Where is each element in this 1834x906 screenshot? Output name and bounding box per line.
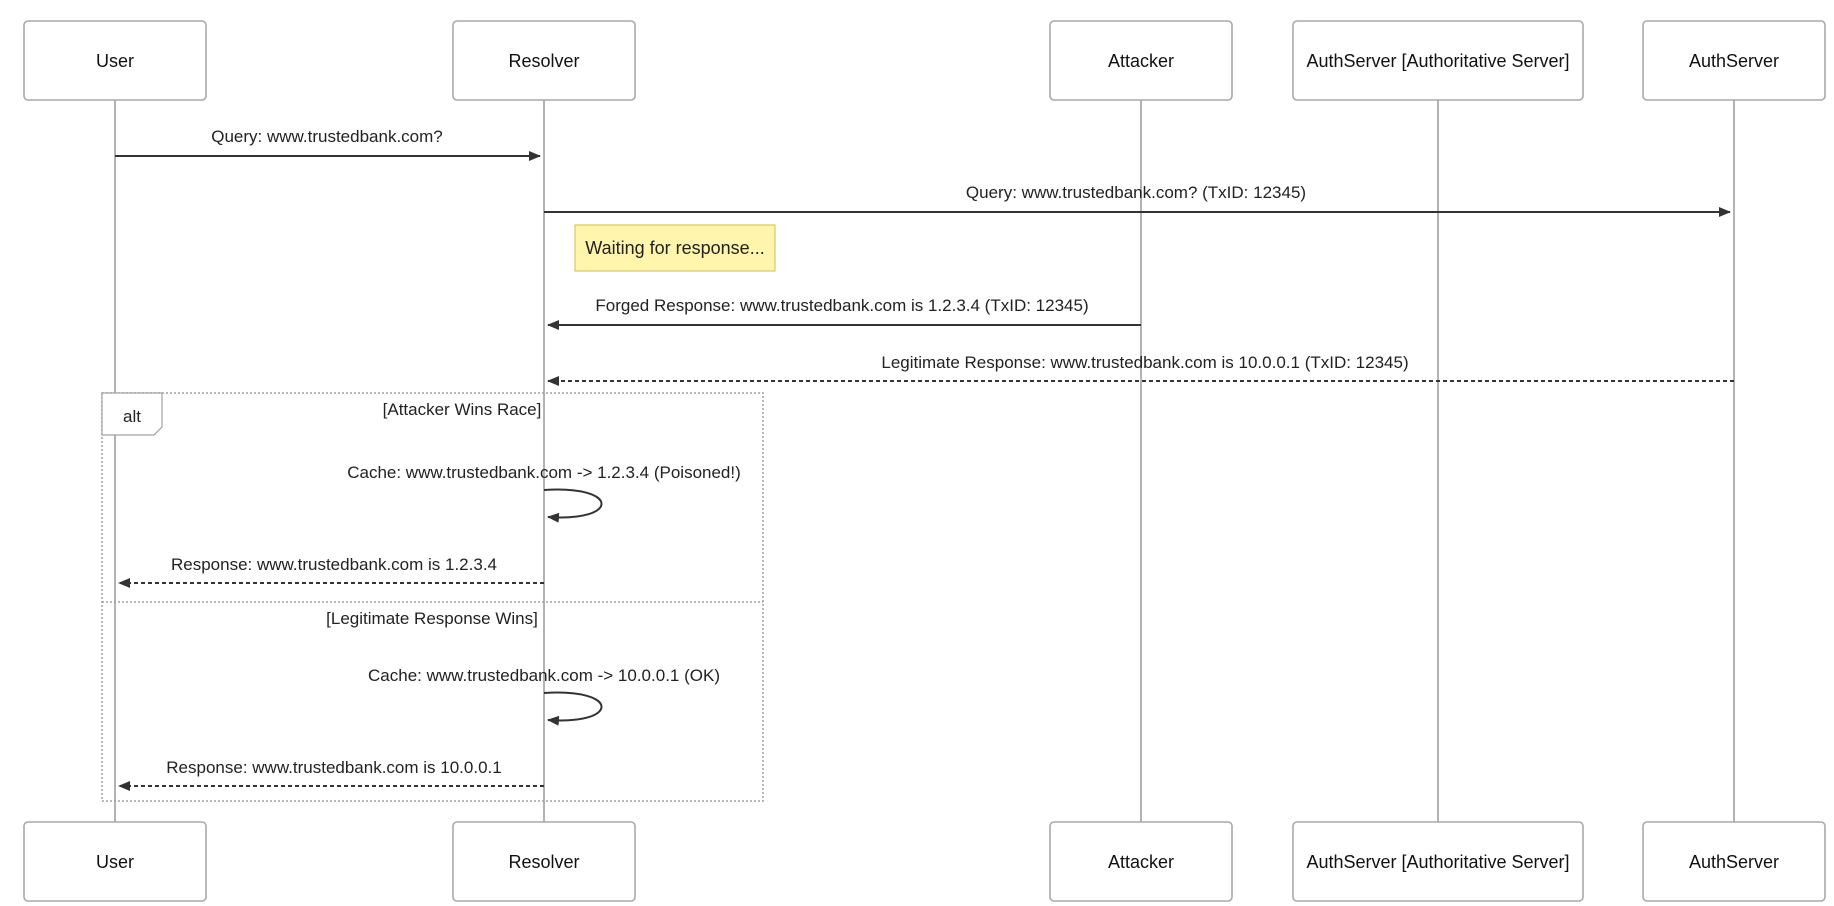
actor-label: Attacker — [1108, 51, 1174, 71]
message-label: Cache: www.trustedbank.com -> 10.0.0.1 (… — [368, 666, 720, 685]
message-label: Query: www.trustedbank.com? (TxID: 12345… — [966, 183, 1306, 202]
alt-condition-attacker-wins: [Attacker Wins Race] — [383, 400, 542, 419]
message-label: Cache: www.trustedbank.com -> 1.2.3.4 (P… — [347, 463, 741, 482]
actor-label: AuthServer [Authoritative Server] — [1306, 51, 1569, 71]
note-text: Waiting for response... — [585, 238, 764, 258]
message-authserver-to-resolver-legitimate: Legitimate Response: www.trustedbank.com… — [547, 353, 1734, 386]
message-label: Response: www.trustedbank.com is 10.0.0.… — [166, 758, 501, 777]
actor-label: User — [96, 51, 134, 71]
actor-attacker-bottom: Attacker — [1049, 821, 1233, 902]
actor-authserver-authoritative-top: AuthServer [Authoritative Server] — [1292, 20, 1584, 101]
actor-label: Resolver — [508, 51, 579, 71]
alt-frame-label: alt — [123, 407, 141, 426]
alt-frame: alt [Attacker Wins Race] [Legitimate Res… — [101, 392, 764, 802]
actor-label: User — [96, 852, 134, 872]
message-resolver-to-user-ok-response: Response: www.trustedbank.com is 10.0.0.… — [118, 758, 544, 791]
actor-label: AuthServer — [1689, 51, 1779, 71]
message-label: Response: www.trustedbank.com is 1.2.3.4 — [171, 555, 497, 574]
self-message-arrow — [543, 488, 603, 523]
message-resolver-to-user-poisoned-response: Response: www.trustedbank.com is 1.2.3.4 — [118, 555, 544, 588]
message-label: Query: www.trustedbank.com? — [211, 127, 442, 146]
actor-label: AuthServer [Authoritative Server] — [1306, 852, 1569, 872]
self-message-cache-poisoned: Cache: www.trustedbank.com -> 1.2.3.4 (P… — [347, 463, 741, 523]
alt-frame-border — [101, 392, 764, 802]
actor-authserver-bottom: AuthServer — [1642, 821, 1826, 902]
message-resolver-to-authserver-query: Query: www.trustedbank.com? (TxID: 12345… — [544, 183, 1731, 217]
alt-frame-tab — [101, 392, 163, 436]
actor-label: AuthServer — [1689, 852, 1779, 872]
actor-label: Resolver — [508, 852, 579, 872]
actor-resolver-top: Resolver — [452, 20, 636, 101]
actor-label: Attacker — [1108, 852, 1174, 872]
alt-condition-legitimate-wins: [Legitimate Response Wins] — [326, 609, 538, 628]
actor-user-top: User — [23, 20, 207, 101]
actor-attacker-top: Attacker — [1049, 20, 1233, 101]
actor-resolver-bottom: Resolver — [452, 821, 636, 902]
message-user-to-resolver-query: Query: www.trustedbank.com? — [115, 127, 541, 161]
note-waiting: Waiting for response... — [574, 224, 776, 272]
message-attacker-to-resolver-forged: Forged Response: www.trustedbank.com is … — [547, 296, 1141, 330]
actor-user-bottom: User — [23, 821, 207, 902]
message-label: Forged Response: www.trustedbank.com is … — [595, 296, 1088, 315]
self-message-arrow — [543, 691, 603, 726]
actor-authserver-top: AuthServer — [1642, 20, 1826, 101]
actor-authserver-authoritative-bottom: AuthServer [Authoritative Server] — [1292, 821, 1584, 902]
message-label: Legitimate Response: www.trustedbank.com… — [881, 353, 1408, 372]
self-message-cache-ok: Cache: www.trustedbank.com -> 10.0.0.1 (… — [368, 666, 720, 726]
